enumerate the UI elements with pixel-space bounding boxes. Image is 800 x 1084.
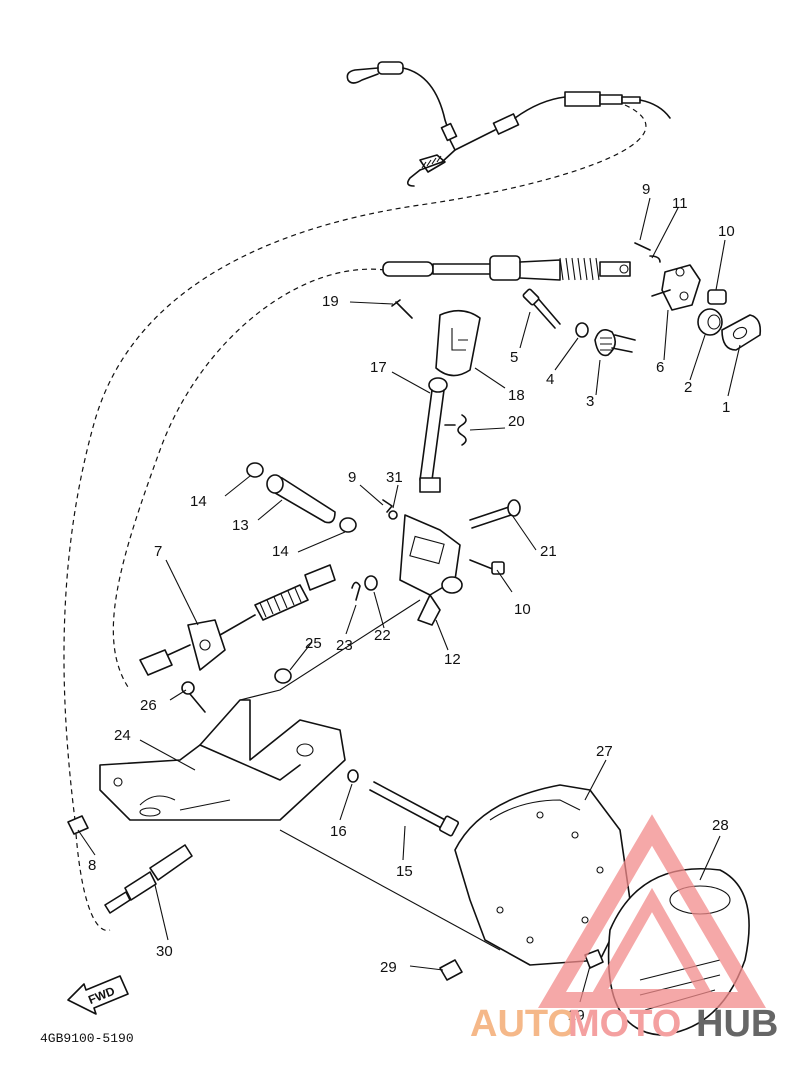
callout-17: 17 (370, 359, 387, 376)
shift-cable-lower (139, 564, 336, 676)
callout-10-mid: 10 (514, 601, 531, 618)
leader-lines (77, 197, 741, 1003)
shift-cable-upper (382, 255, 631, 281)
callout-7: 7 (154, 543, 162, 560)
callout-14-mid: 14 (272, 543, 289, 560)
bolt-29-right (584, 949, 604, 969)
side-cover (454, 784, 631, 966)
callout-27: 27 (596, 743, 613, 760)
callout-12: 12 (444, 651, 461, 668)
callout-31: 31 (386, 469, 403, 486)
callout-9-mid: 9 (348, 469, 356, 486)
shift-pivot-assembly (246, 462, 521, 626)
callout-8: 8 (88, 857, 96, 874)
callout-14-top: 14 (190, 493, 207, 510)
watermark-logo (538, 814, 766, 1008)
callout-11: 11 (672, 195, 688, 212)
shift-lever-and-knob (391, 299, 481, 493)
bolt-29-left (439, 959, 463, 981)
callout-4: 4 (546, 371, 554, 388)
callout-19: 19 (322, 293, 339, 310)
callout-9-top: 9 (642, 181, 650, 198)
callout-5: 5 (510, 349, 518, 366)
lever-bracket-parts (522, 242, 762, 357)
callout-16: 16 (330, 823, 347, 840)
callout-labels: 1 2 3 4 5 6 7 8 9 9 10 10 11 12 13 14 14… (88, 181, 735, 1024)
watermark-auto: AUTO (470, 1003, 577, 1045)
callout-28: 28 (712, 817, 729, 834)
callout-29-left: 29 (380, 959, 397, 976)
long-bolt (369, 781, 460, 837)
callout-26: 26 (140, 697, 157, 714)
lower-cable-end (104, 844, 193, 914)
watermark-moto: MOTO (568, 1003, 681, 1045)
callout-21: 21 (540, 543, 557, 560)
callout-15: 15 (396, 863, 413, 880)
callout-10-top: 10 (718, 223, 735, 240)
callout-1: 1 (722, 399, 730, 416)
callout-22: 22 (374, 627, 391, 644)
callout-6: 6 (656, 359, 664, 376)
upper-cable-assembly (346, 61, 671, 187)
callout-30: 30 (156, 943, 173, 960)
callout-23: 23 (336, 637, 353, 654)
forward-direction-marker: FWD (67, 975, 129, 1015)
callout-20: 20 (508, 413, 525, 430)
callout-25: 25 (305, 635, 322, 652)
callout-18: 18 (508, 387, 525, 404)
cable-route-dashed-line-2 (112, 268, 386, 691)
callout-24: 24 (114, 727, 131, 744)
callout-2: 2 (684, 379, 692, 396)
watermark-text: AUTO MOTO HUB (470, 1003, 778, 1045)
watermark-hub: HUB (696, 1003, 778, 1045)
callout-3: 3 (586, 393, 594, 410)
callout-13: 13 (232, 517, 249, 534)
mounting-bracket (67, 668, 359, 835)
drawing-code: 4GB9100-5190 (40, 1031, 134, 1046)
callout-29-right: 29 (568, 1007, 585, 1024)
